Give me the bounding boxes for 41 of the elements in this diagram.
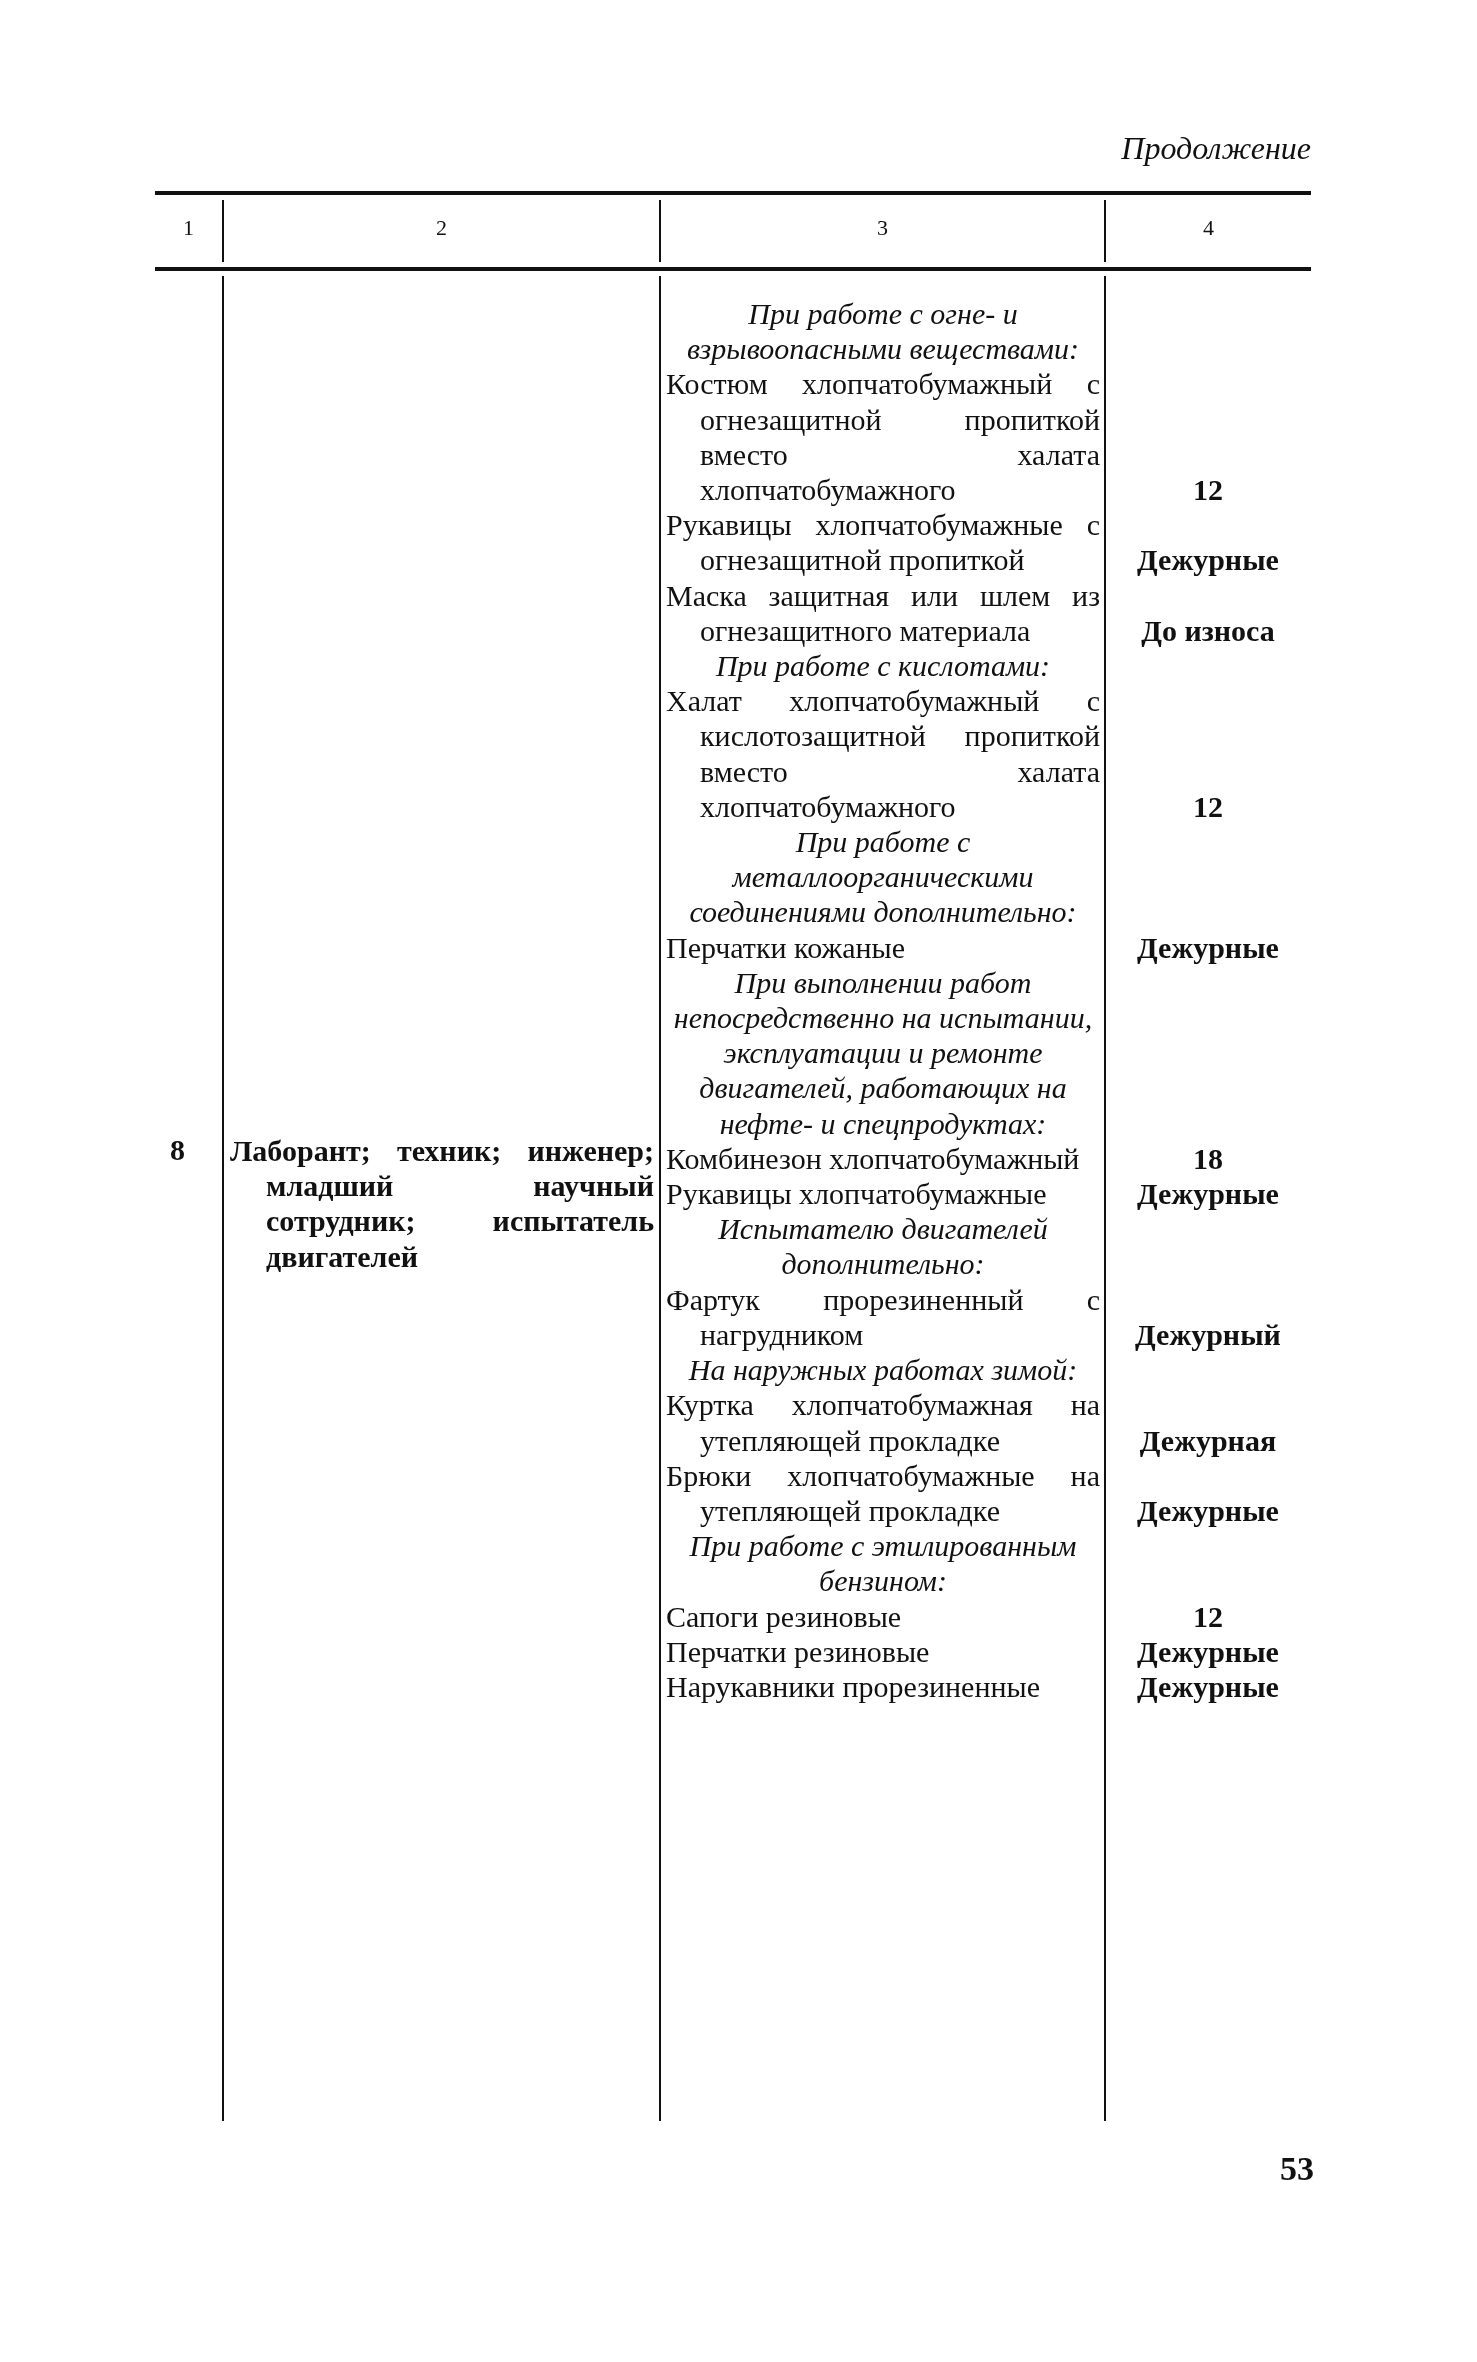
section-heading: При работе с металлоорганическими соединениями дополнительно: [688, 824, 1078, 930]
table-cell-text: Дежурные [1136, 1668, 1280, 1705]
table-cell-text: Перчатки резиновые [666, 1633, 931, 1669]
table-cell: Халат хлопчатобумажный с кислотозащитной пропиткой вместо халата хлопчатобумажного [666, 683, 1100, 825]
page-number: 53 [1280, 2150, 1314, 2188]
table-cell: Лаборант; техник; инженер; младший научный сотрудник; испытатель двигателей [230, 1133, 654, 1274]
table-cell-text: 12 [1192, 1598, 1224, 1634]
table-cell: Брюки хлопчатобумажные на утепляющей прокладке [666, 1457, 1100, 1529]
row-number: 8 [170, 1133, 185, 1167]
section-heading: При работе с огне- и взрывоопасными веществами: [686, 296, 1080, 367]
continuation-note: Продолжение [1121, 130, 1311, 167]
table-cell: Фартук прорезиненный с нагрудником [666, 1281, 1100, 1353]
table-cell: Костюм хлопчатобумажный с огнезащитной пропиткой вместо халата хлопчатобумажного [666, 366, 1100, 508]
section-heading: При работе с кислотами: [714, 648, 1052, 684]
table-cell-text: Нарукавники прорезиненные [666, 1668, 1042, 1705]
table-cell-text: Дежурные [1136, 1492, 1280, 1529]
table-cell-text: 12 [1192, 472, 1224, 508]
table-cell-text: Рукавицы хлопчатобумажные [666, 1176, 1048, 1212]
table-cell-text: Дежурные [1136, 929, 1280, 965]
table-cell-text: Дежурные [1136, 1176, 1280, 1212]
table-cell-text: До износа [1140, 612, 1276, 649]
table-cell-text: Дежурный [1134, 1316, 1282, 1353]
section-heading: На наружных работах зимой: [687, 1352, 1079, 1388]
table-cell: Рукавицы хлопчатобумажные с огнезащитной пропиткой [666, 507, 1100, 578]
column-number: 2 [435, 215, 448, 241]
section-heading: При работе с этилированным бензином: [688, 1528, 1078, 1599]
table-cell: Маска защитная или шлем из огнезащитного материала [666, 577, 1100, 649]
column-number: 4 [1202, 215, 1215, 241]
table-cell: Куртка хлопчатобумажная на утепляющей прокладке [666, 1387, 1100, 1458]
column-number: 1 [182, 215, 195, 241]
table-cell-text: Комбинезон хлопчатобумажный [666, 1140, 1081, 1177]
section-heading: При выполнении работ непосредственно на испытании, эксплуатации и ремонте двигателей, работающих на нефте- и спецпродуктах: [672, 964, 1094, 1141]
table-cell-text: Дежурная [1138, 1422, 1278, 1458]
table-cell-text: Сапоги резиновые [666, 1598, 903, 1634]
table-cell-text: Дежурные [1136, 542, 1280, 578]
table-cell-text: 18 [1192, 1140, 1224, 1177]
column-number: 3 [876, 215, 889, 241]
table-cell-text: 12 [1192, 788, 1224, 825]
table-cell-text: Дежурные [1136, 1633, 1280, 1669]
section-heading: Испытателю двигателей дополнительно: [717, 1211, 1049, 1282]
table-cell-text: Перчатки кожаные [666, 929, 906, 965]
